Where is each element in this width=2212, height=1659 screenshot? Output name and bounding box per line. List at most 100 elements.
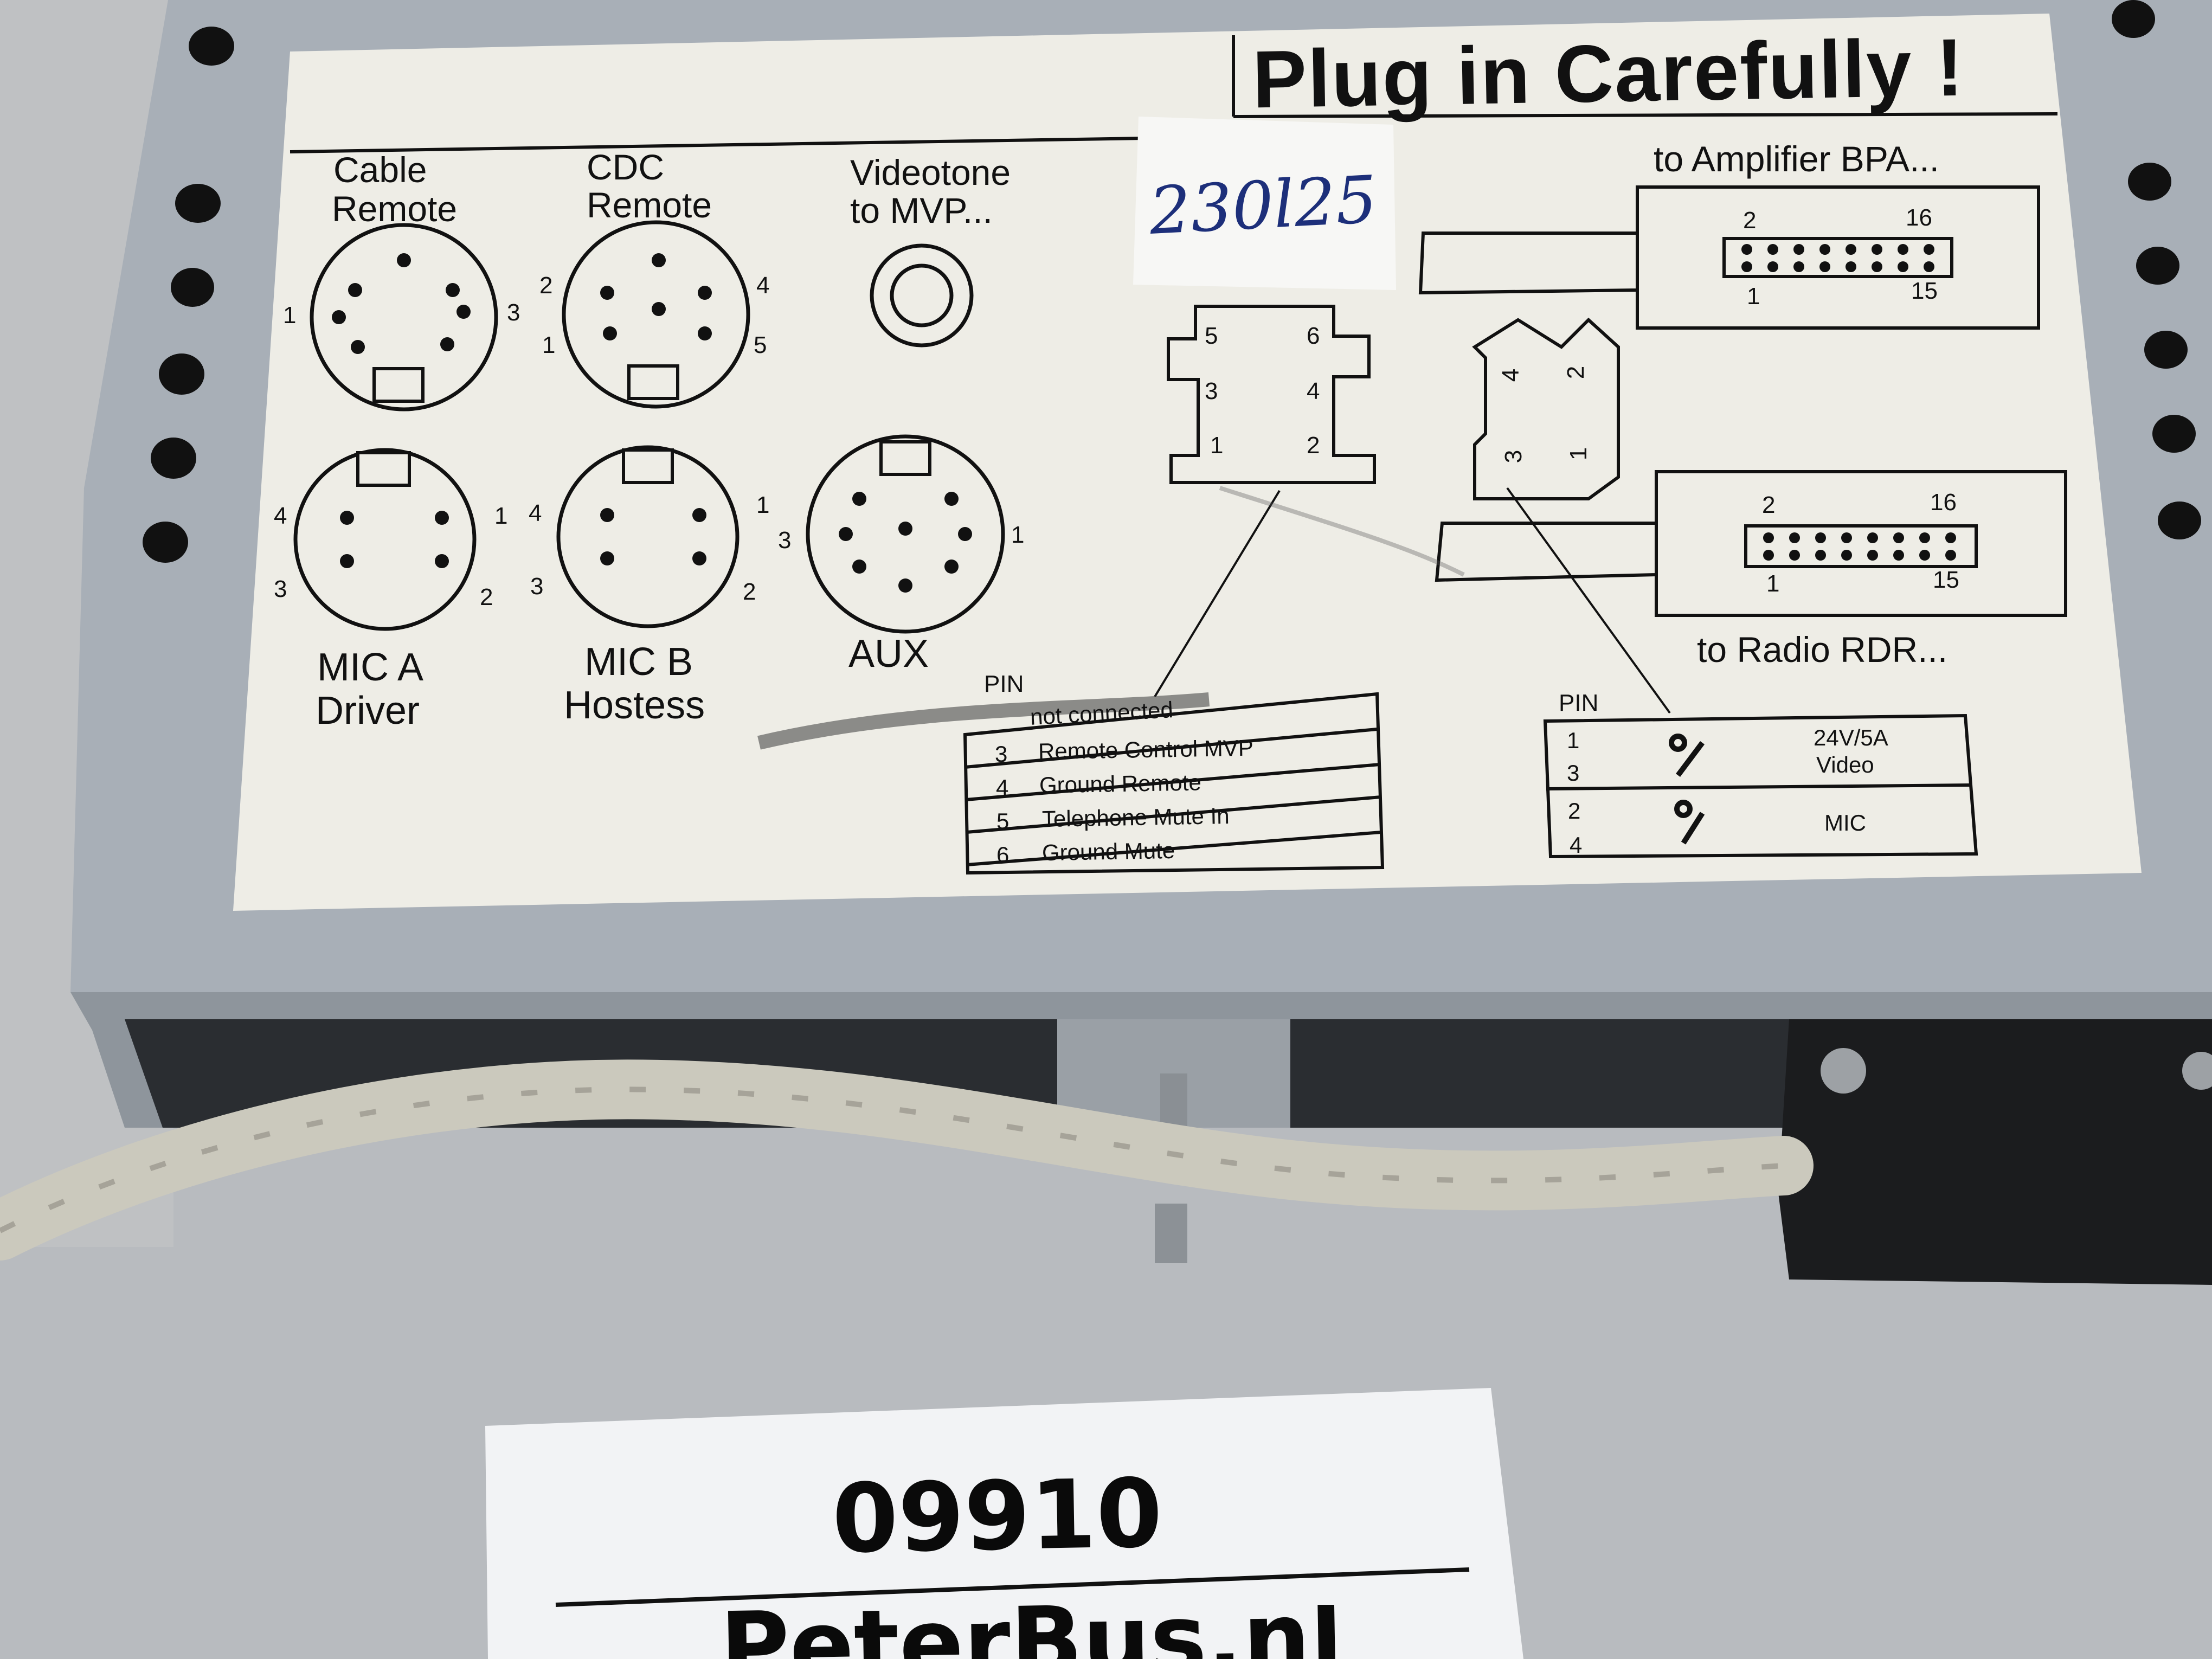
radio-pin-dot: [1945, 532, 1956, 543]
mic-b-pins: [600, 508, 706, 565]
amplifier-pin-dot: [1898, 244, 1908, 255]
pin-table-right-row-1-desc: MIC: [1824, 810, 1866, 835]
screw-upper: [1160, 1073, 1187, 1128]
amplifier-pin-dot: [1793, 261, 1804, 272]
pin-table-right-grid: [1543, 713, 1978, 859]
small-connector-pin-3: 3: [1205, 378, 1218, 404]
radio-pin-dot: [1841, 550, 1852, 561]
radio-pin-dot: [1815, 532, 1826, 543]
aux-pin-1: 1: [1011, 522, 1025, 548]
cdc-remote-pin-5: 5: [754, 332, 767, 358]
mic-a-pins: [340, 511, 449, 568]
pin-table-right-header: PIN: [1559, 690, 1599, 716]
aux-pin-3: 3: [778, 527, 792, 554]
mic-switch-lever-icon: [1681, 812, 1705, 845]
amplifier-pin-dot: [1741, 244, 1752, 255]
amplifier-pin-dot: [1819, 261, 1830, 272]
radio-pin-16: 16: [1930, 489, 1957, 516]
mic-a-key: [356, 451, 411, 487]
amplifier-label: to Amplifier BPA...: [1654, 139, 1939, 179]
mic-b-key: [622, 448, 674, 484]
amplifier-pin-1: 1: [1747, 283, 1760, 310]
rotated-connector-pin-1: 1: [1565, 447, 1592, 461]
mic-a-pin-1: 1: [494, 503, 508, 529]
plug-screw-right: [2182, 1052, 2212, 1090]
cdc-remote-label-line1: CDC: [587, 147, 664, 187]
cdc-remote-pin-1: 1: [542, 332, 556, 358]
radio-pin-dot: [1919, 550, 1930, 561]
amplifier-pin-16: 16: [1906, 204, 1932, 231]
small-connector-pin-2: 2: [1307, 432, 1320, 459]
pin-table-right-row-0-desc-line2: Video: [1816, 752, 1874, 777]
mic-a-pin-2: 2: [480, 584, 493, 610]
pin-table-right-row-0-desc-line1: 24V/5A: [1814, 725, 1888, 750]
mic-b-pin-2: 2: [743, 578, 756, 605]
tag-brand-clip: PeterBus.nl: [716, 1605, 1420, 1659]
amplifier-pin-dot: [1924, 261, 1934, 272]
black-connector-plug: [1778, 1019, 2212, 1285]
radio-pin-dot: [1945, 550, 1956, 561]
rotated-connector-icon: [1472, 317, 1620, 500]
videotone-label-line1: Videotone: [850, 152, 1011, 192]
rotated-connector-pin-3: 3: [1500, 449, 1527, 464]
amplifier-pin-dot: [1767, 261, 1778, 272]
pin-table-right-row-1-pin-a: 2: [1568, 798, 1581, 824]
amplifier-connector-box-icon: [1636, 185, 2040, 330]
aux-key: [879, 440, 931, 476]
videotone-outer-ring-icon: [870, 243, 974, 348]
cdc-remote-pins: [600, 253, 712, 340]
amplifier-pin-dot: [1898, 261, 1908, 272]
cdc-remote-connector-icon: [562, 220, 750, 409]
rotated-connector-pin-2: 2: [1562, 365, 1590, 380]
pin-table-left-row-2-desc: Ground Remote: [1039, 769, 1202, 798]
scratch-mark: [1219, 486, 1465, 577]
pin-table-left-row-3-desc: Telephone Mute In: [1041, 802, 1230, 832]
radio-pin-dot: [1919, 532, 1930, 543]
handwritten-note: 230l25: [1147, 162, 1379, 249]
amplifier-pin-dot: [1846, 244, 1856, 255]
videotone-inner-ring-icon: [890, 263, 954, 327]
cdc-remote-label-line2: Remote: [587, 185, 712, 225]
radio-connector-box-icon: [1655, 470, 2067, 617]
amplifier-pin-15: 15: [1911, 278, 1938, 304]
pin-table-left-row-1-desc: Remote Control MVP: [1038, 735, 1254, 764]
amplifier-pin-dot: [1741, 261, 1752, 272]
radio-pin-dot: [1867, 550, 1878, 561]
amplifier-pin-dots: [1741, 244, 1934, 272]
videotone-label-line2: to MVP...: [850, 190, 993, 230]
cable-remote-pin-1: 1: [283, 302, 297, 329]
radio-pin-dot: [1893, 532, 1904, 543]
cable-remote-pin-3: 3: [507, 299, 520, 326]
video-switch-lever-icon: [1676, 741, 1705, 777]
pin-table-right-row-1-pin-b: 4: [1570, 832, 1583, 858]
radio-pin-15: 15: [1933, 567, 1959, 593]
amplifier-pin-2: 2: [1743, 207, 1757, 234]
label-title: Plug in Carefully !: [1251, 21, 1965, 125]
cdc-remote-pin-4: 4: [756, 272, 770, 299]
pin-table-left-header: PIN: [984, 671, 1024, 697]
aux-label: AUX: [848, 632, 929, 676]
mic-switch-contact-icon: [1674, 800, 1693, 818]
vent-holes-left: [143, 27, 234, 563]
tag-brand: PeterBus.nl: [719, 1605, 1343, 1659]
amplifier-pin-dot: [1872, 244, 1882, 255]
pin-table-left-row-4-desc: Ground Mute: [1041, 837, 1175, 866]
tag-code: 09910: [831, 1458, 1163, 1575]
mic-a-pin-3: 3: [274, 576, 287, 602]
pin-table-right-row-0-pin-b: 3: [1567, 760, 1580, 786]
screw-lower: [1155, 1204, 1187, 1263]
mic-b-label-line1: MIC B: [584, 640, 693, 684]
title-box-bottom: [1233, 112, 2058, 118]
handwritten-note-paper: [1133, 117, 1396, 290]
radio-pin-dots: [1763, 532, 1956, 561]
radio-pin-dot: [1763, 532, 1774, 543]
radio-pin-dot: [1841, 532, 1852, 543]
radio-pin-dot: [1763, 550, 1774, 561]
video-switch-contact-icon: [1669, 734, 1687, 752]
mic-b-pin-4: 4: [529, 500, 542, 526]
small-connector-pin-6: 6: [1307, 323, 1320, 349]
pin-table-left-row-1-pin: 3: [995, 741, 1008, 767]
cable-remote-pins: [332, 253, 471, 354]
cable-remote-label-line2: Remote: [332, 189, 458, 229]
